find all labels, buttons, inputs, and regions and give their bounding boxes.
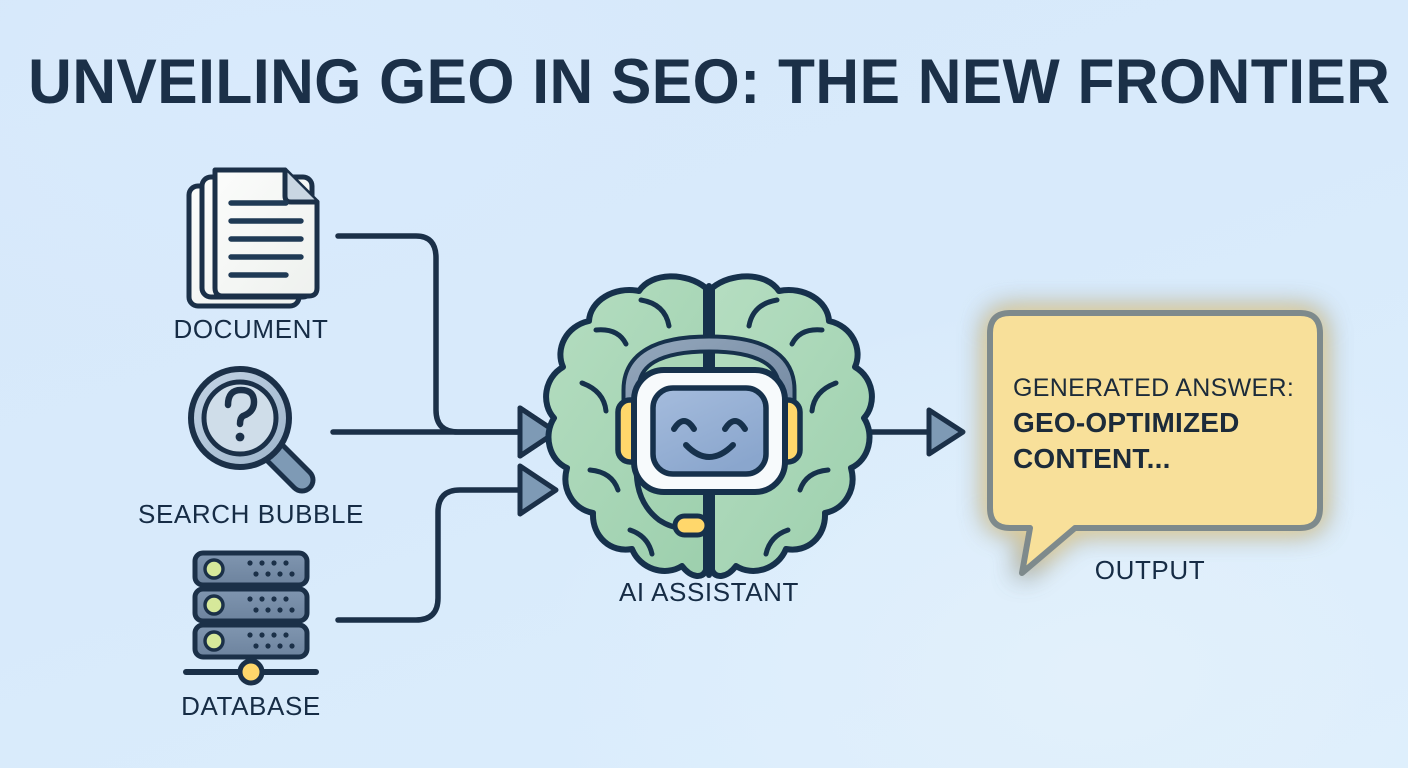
label-database: DATABASE [181, 691, 321, 721]
robot-face-screen [650, 385, 769, 477]
connector-database-to-ai [335, 487, 524, 623]
brain-robot-headset-icon [543, 273, 875, 579]
output-bubble-text: GENERATED ANSWER: GEO-OPTIMIZED CONTENT.… [1013, 372, 1313, 477]
output-speech-bubble [987, 310, 1323, 576]
mic-tip [672, 513, 710, 538]
magnifier-question-icon [188, 366, 316, 494]
arrowhead-database [517, 463, 559, 517]
label-output: OUTPUT [1094, 555, 1206, 585]
arrowhead-output [926, 407, 966, 457]
label-search-bubble: SEARCH BUBBLE [138, 499, 364, 529]
bubble-line-3: CONTENT... [1013, 442, 1171, 474]
bubble-line-2: GEO-OPTIMIZED [1013, 406, 1240, 438]
document-stack-icon [186, 167, 320, 309]
page-title: UNVEILING GEO IN SEO: THE NEW FRONTIER [28, 47, 1391, 117]
robot-smile [683, 442, 736, 460]
label-ai-assistant: AI ASSISTANT [618, 577, 800, 607]
robot-eye-right [722, 418, 748, 432]
bubble-line-1: GENERATED ANSWER: [1013, 374, 1295, 402]
arrowhead-search [517, 405, 559, 459]
robot-eye-left [671, 418, 697, 432]
label-document: DOCUMENT [173, 314, 329, 344]
database-server-icon [183, 550, 319, 686]
